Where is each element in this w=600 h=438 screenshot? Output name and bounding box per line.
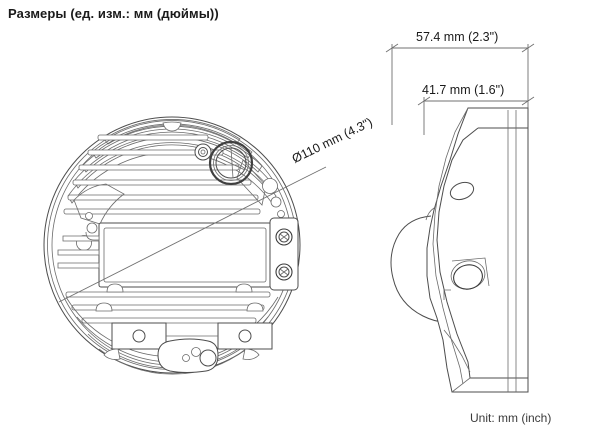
lens-shelf-lower [443,289,451,300]
vent-ribs-top [67,119,277,204]
dimension-label-body-depth: 41.7 mm (1.6") [422,83,505,97]
vent-ribs-straight-lower [65,291,271,324]
screw-block-right [269,217,299,291]
top-notch [162,121,182,132]
body-ridge-line [432,107,469,385]
dimension-label-total-depth: 57.4 mm (2.3") [416,30,499,44]
unit-note: Unit: mm (inch) [470,411,552,425]
lens-shelf-upper [451,257,490,287]
screw-lower [275,263,293,281]
diameter-leader-line [58,166,327,303]
upper-right-facet [236,159,267,206]
dome-housing-contour [436,127,479,379]
mounting-base-plate [98,222,272,288]
vent-holes-right [262,178,285,218]
comb-ribs-left [57,231,100,269]
cable-entry-boss [157,338,219,373]
mount-brackets-bottom [111,322,273,350]
screw-upper [275,228,293,246]
side-button-ellipse [449,181,475,201]
bottom-wedge-line [443,329,471,373]
lens-port [450,260,486,290]
bottom-chamfer [451,377,471,393]
page-title: Размеры (ед. изм.: мм (дюймы)) [8,6,219,21]
front-face-edge [470,127,529,379]
bottom-pads [103,348,260,360]
screw-boss-upper [194,143,212,161]
dim-ticks-body [417,96,535,106]
side-body-outline [426,107,529,393]
dome-bubble-outline [390,215,446,323]
dim-ticks-total [385,43,535,53]
back-view-group [43,116,327,375]
side-view-group [390,107,529,393]
back-outer-circle [43,116,301,374]
dome-top-crease [425,207,435,221]
lens-knuckle-port [208,140,254,186]
rib-tabs [95,283,264,312]
